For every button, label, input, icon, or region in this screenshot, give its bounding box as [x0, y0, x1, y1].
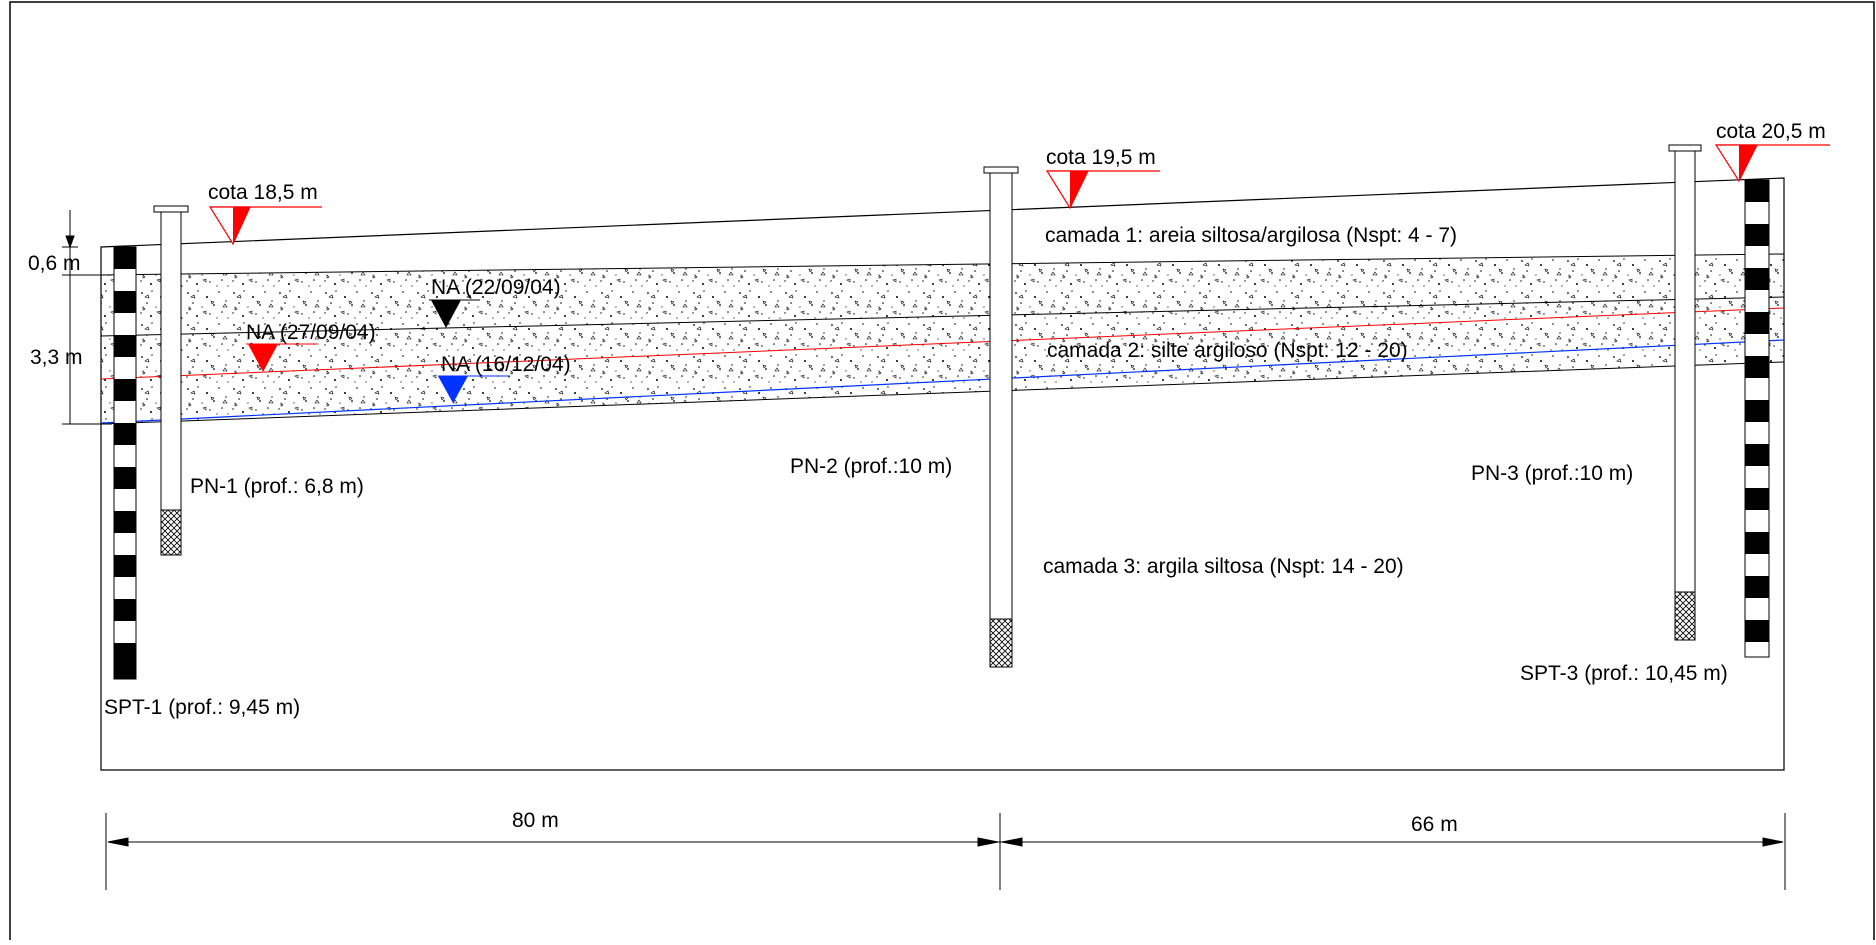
pn2-label: PN-2 (prof.:10 m)	[790, 455, 952, 478]
elevation-marker-spt1	[208, 206, 322, 246]
layer1-label: camada 1: areia siltosa/argilosa (Nspt: …	[1045, 224, 1457, 247]
layer3-label: camada 3: argila siltosa (Nspt: 14 - 20)	[1043, 555, 1404, 578]
layer2-label: camada 2: silte argiloso (Nspt: 12 - 20)	[1047, 339, 1408, 362]
water-level-marker-red	[246, 343, 318, 372]
water-level-label-black: NA (22/09/04)	[431, 276, 561, 299]
spt1-borehole	[113, 246, 137, 680]
span-label-right: 66 m	[1411, 813, 1458, 836]
spt3-borehole	[1744, 179, 1770, 658]
elevation-marker-pn2	[1045, 170, 1160, 210]
pn3-label: PN-3 (prof.:10 m)	[1471, 462, 1633, 485]
pn2-piezometer	[983, 166, 1019, 668]
water-level-marker-black	[429, 299, 480, 328]
water-level-line-black	[100, 296, 1785, 337]
span-label-left: 80 m	[512, 809, 559, 832]
thickness-label-middle: 3,3 m	[30, 346, 83, 369]
elevation-label-pn2: cota 19,5 m	[1046, 146, 1156, 169]
span-dimension	[105, 813, 1786, 890]
thickness-label-top: 0,6 m	[28, 252, 81, 275]
spt1-label: SPT-1 (prof.: 9,45 m)	[104, 696, 300, 719]
elevation-label-spt1: cota 18,5 m	[208, 181, 318, 204]
water-level-line-red	[100, 307, 1785, 380]
water-level-marker-blue	[438, 375, 510, 403]
layer2-fill	[101, 254, 1784, 424]
water-level-line-blue	[100, 339, 1785, 424]
thickness-dimension	[62, 210, 112, 425]
water-level-label-blue: NA (16/12/04)	[441, 353, 571, 376]
pn3-piezometer	[1668, 144, 1702, 641]
layer2-bottom-line	[100, 361, 1785, 425]
layer1-bottom-line	[100, 253, 1785, 276]
pn1-piezometer	[153, 205, 189, 556]
pn1-label: PN-1 (prof.: 6,8 m)	[190, 475, 364, 498]
spt3-label: SPT-3 (prof.: 10,45 m)	[1520, 662, 1728, 685]
section-outline	[100, 177, 1785, 771]
water-level-label-red: NA (27/09/04)	[246, 321, 376, 344]
elevation-label-spt3: cota 20,5 m	[1716, 120, 1826, 143]
elevation-marker-spt3	[1714, 144, 1830, 183]
